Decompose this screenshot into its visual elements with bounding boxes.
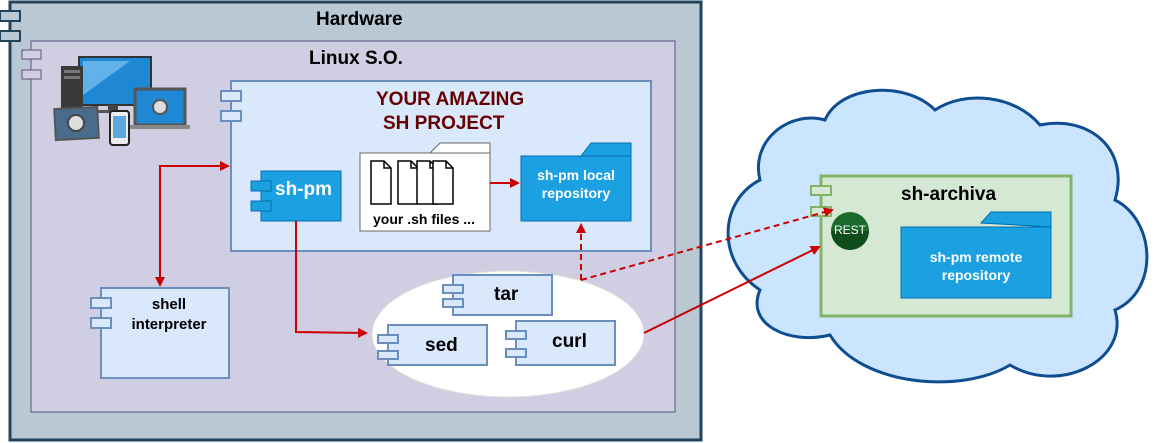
sed-component <box>387 324 488 366</box>
files-label: your .sh files ... <box>373 211 475 227</box>
hardware-title: Hardware <box>316 9 403 30</box>
local-repo-label-line2: repository <box>541 185 611 201</box>
arrow-sync-archiva <box>580 207 834 281</box>
shell-component <box>100 287 230 379</box>
project-title-line2: SH PROJECT <box>383 113 505 134</box>
devices-icon-group <box>53 56 190 146</box>
project-title-line1: YOUR AMAZING <box>376 89 525 110</box>
rest-badge-label: REST <box>833 223 866 237</box>
sed-label: sed <box>425 335 458 356</box>
remote-repo-folder <box>900 226 1052 299</box>
arrow-curl-archiva <box>643 246 821 334</box>
curl-component <box>515 320 616 366</box>
remote-repo-label-line1: sh-pm remote <box>929 249 1023 265</box>
hardware-port-bottom <box>0 30 21 42</box>
shell-label-line2: interpreter <box>131 316 207 333</box>
local-repo-label-line1: sh-pm local <box>537 167 615 183</box>
tablet-icon <box>53 105 100 142</box>
file-icon <box>370 160 454 205</box>
curl-label: curl <box>552 331 587 352</box>
desktop-computer-icon <box>78 56 152 113</box>
shell-label-line1: shell <box>151 296 187 313</box>
tower-pc-icon <box>61 66 83 114</box>
shpm-label: sh-pm <box>275 179 332 200</box>
hardware-port-top <box>0 10 21 22</box>
arrow-shpm-tools <box>295 221 368 338</box>
shpm-component <box>260 170 342 222</box>
tar-component <box>452 274 553 316</box>
archiva-title: sh-archiva <box>901 184 997 205</box>
remote-repo-label-line2: repository <box>941 267 1011 283</box>
linux-title: Linux S.O. <box>309 48 403 69</box>
smartphone-icon <box>109 110 130 146</box>
laptop-icon <box>128 87 190 129</box>
tar-label: tar <box>494 284 519 305</box>
